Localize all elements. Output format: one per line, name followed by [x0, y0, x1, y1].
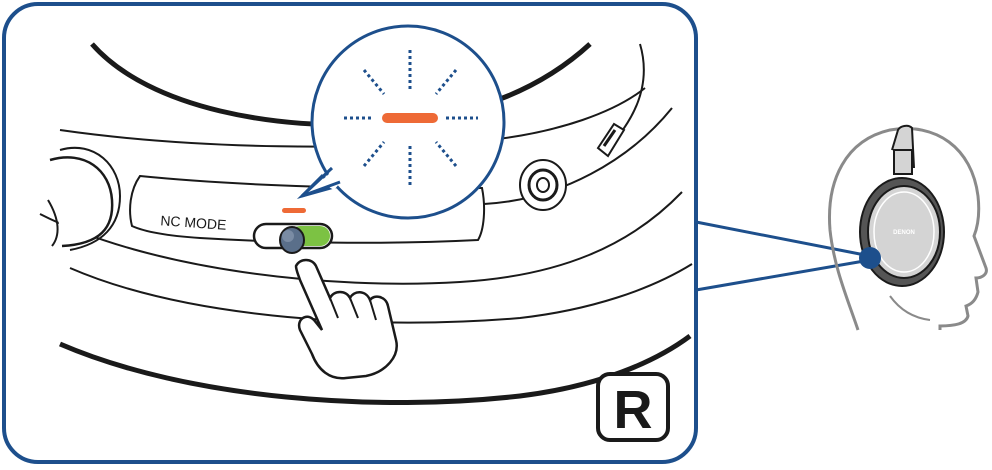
usb-port: [596, 122, 626, 158]
led-enlarged: [382, 113, 438, 123]
nc-mode-label: NC MODE: [160, 212, 227, 233]
headphones-head-icon: DENON: [828, 124, 988, 331]
pointing-hand-icon: [294, 258, 398, 380]
nc-mode-switch: [252, 222, 334, 254]
headphone-jack: [519, 159, 567, 211]
r-badge-icon: R: [596, 372, 670, 442]
side-badge-label: R: [614, 380, 653, 440]
brand-label: DENON: [893, 230, 915, 236]
led-indicator: [282, 208, 306, 213]
location-marker: [859, 247, 881, 269]
blink-rays: [344, 50, 478, 188]
callout-connector: [695, 220, 871, 292]
left-knob: [47, 146, 122, 251]
led-magnifier-callout: [296, 24, 506, 220]
